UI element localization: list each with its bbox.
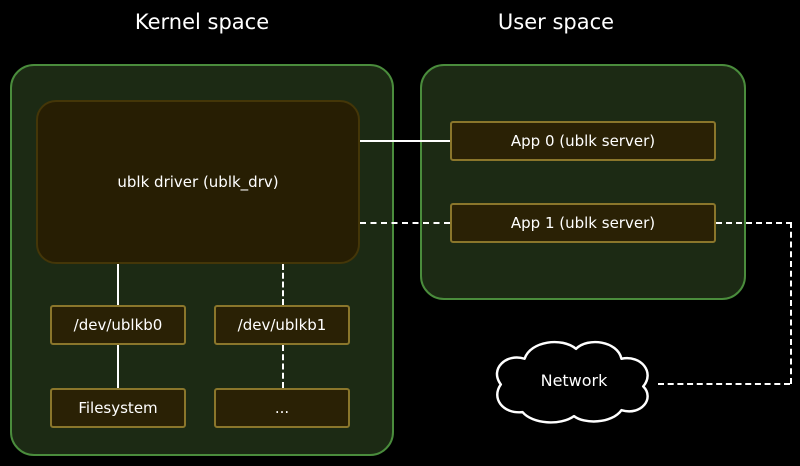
link-driver-to-dev1 bbox=[282, 264, 284, 305]
filesystem-label: Filesystem bbox=[78, 399, 158, 417]
app1-ublk-server-node: App 1 (ublk server) bbox=[450, 203, 716, 243]
link-app1-to-network-segment-3 bbox=[658, 383, 790, 385]
filesystem-node: Filesystem bbox=[50, 388, 186, 428]
cloud-icon bbox=[495, 340, 649, 424]
ublk-driver-node: ublk driver (ublk_drv) bbox=[36, 100, 360, 264]
app0-ublk-server-node: App 0 (ublk server) bbox=[450, 121, 716, 161]
ellipsis-node: ... bbox=[214, 388, 350, 428]
ellipsis-label: ... bbox=[274, 399, 290, 417]
dev-ublkb1-node: /dev/ublkb1 bbox=[214, 305, 350, 345]
user-space-title: User space bbox=[497, 10, 615, 34]
network-label: Network bbox=[540, 371, 608, 390]
link-dev0-to-filesystem bbox=[117, 345, 119, 388]
network-cloud-node: Network bbox=[485, 332, 663, 429]
app0-label: App 0 (ublk server) bbox=[510, 132, 656, 150]
kernel-space-title: Kernel space bbox=[134, 10, 270, 34]
dev-ublkb0-node: /dev/ublkb0 bbox=[50, 305, 186, 345]
link-app1-to-network-segment-2 bbox=[790, 222, 792, 384]
ublk-driver-label: ublk driver (ublk_drv) bbox=[117, 173, 279, 191]
link-app1-to-network-segment-1 bbox=[716, 222, 792, 224]
user-space-container bbox=[420, 64, 746, 300]
link-driver-to-app1 bbox=[360, 222, 450, 224]
link-driver-to-dev0 bbox=[117, 264, 119, 305]
app1-label: App 1 (ublk server) bbox=[510, 214, 656, 232]
dev-ublkb1-label: /dev/ublkb1 bbox=[237, 316, 327, 334]
link-dev1-to-ellipsis bbox=[282, 345, 284, 388]
link-driver-to-app0 bbox=[360, 140, 450, 142]
dev-ublkb0-label: /dev/ublkb0 bbox=[73, 316, 163, 334]
